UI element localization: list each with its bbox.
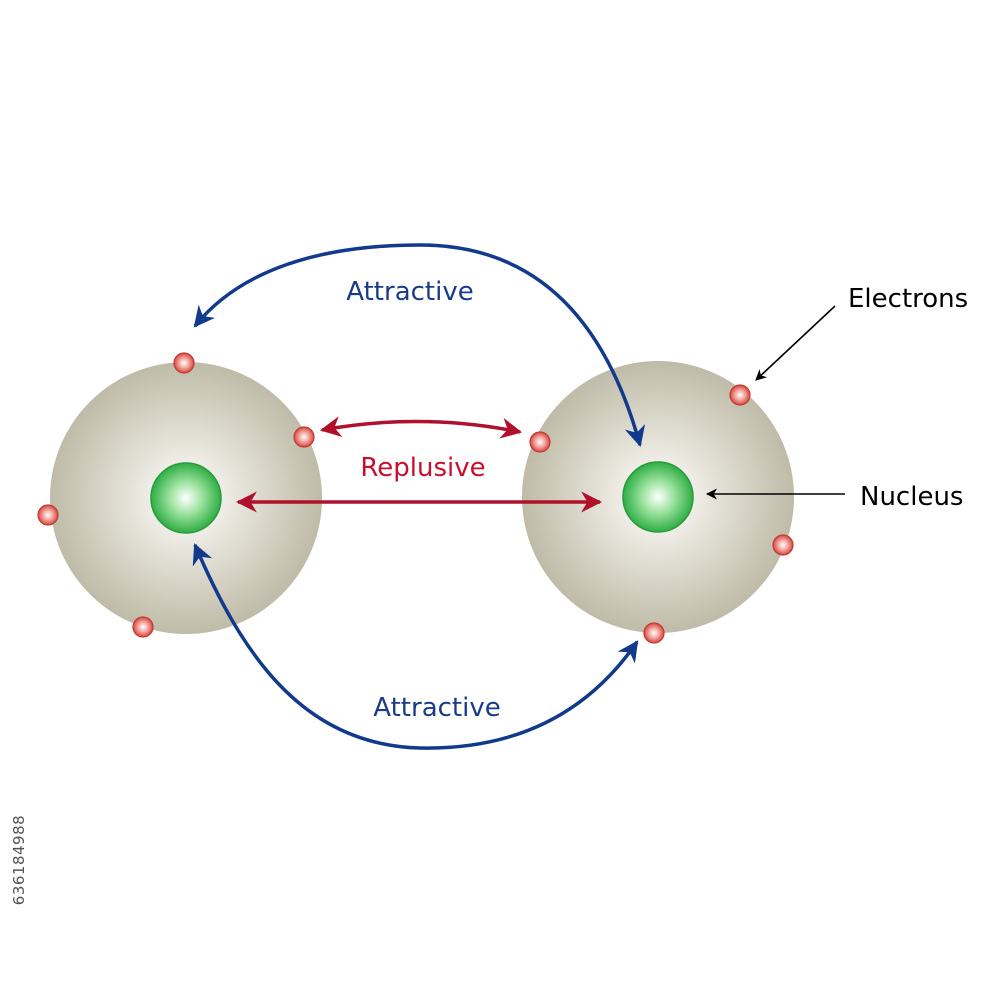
electrons-pointer-arrow — [755, 305, 836, 381]
attractive-label-bottom: Attractive — [373, 693, 500, 723]
electrons — [37, 352, 794, 644]
electron-icon — [643, 622, 665, 644]
nucleus-label: Nucleus — [860, 482, 963, 512]
stock-id-watermark: 636184988 — [4, 760, 34, 960]
electron-icon — [37, 504, 59, 526]
repulsive-arrow-electrons — [319, 416, 523, 439]
repulsive-label: Replusive — [360, 453, 485, 483]
electron-icon — [772, 534, 794, 556]
right-atom — [522, 361, 794, 633]
electron-icon — [293, 426, 315, 448]
electron-icon — [132, 616, 154, 638]
attractive-arrow-top — [193, 243, 646, 448]
attractive-label-top: Attractive — [346, 277, 473, 307]
attractive-arrow-bottom — [192, 543, 639, 750]
right-nucleus-icon — [622, 461, 694, 533]
electron-icon — [173, 352, 195, 374]
stock-id-text: 636184988 — [10, 814, 28, 906]
left-nucleus-icon — [150, 462, 222, 534]
electron-icon — [529, 431, 551, 453]
electron-icon — [729, 384, 751, 406]
electrons-label: Electrons — [848, 284, 968, 314]
left-atom — [50, 362, 322, 634]
